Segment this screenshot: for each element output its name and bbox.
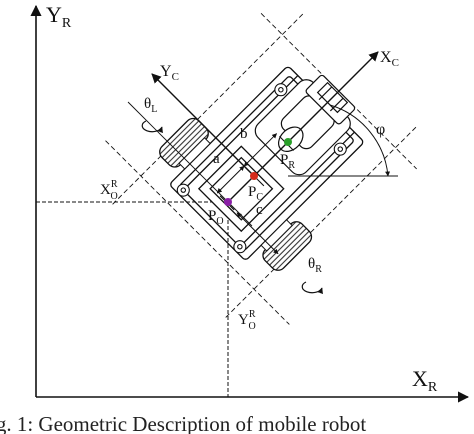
world-x-label: XR <box>412 366 438 395</box>
robot-x-label: XC <box>380 49 399 69</box>
dim-c-line <box>236 212 279 255</box>
dim-b-label: b <box>240 126 248 142</box>
p-o-point <box>224 198 232 206</box>
theta-r-rotation-icon <box>301 281 323 295</box>
p-c-point <box>250 172 258 180</box>
p-r-point <box>284 138 292 146</box>
dim-a-label: a <box>213 151 220 167</box>
p-o-label: PO <box>208 208 224 227</box>
theta-r-label: θR <box>308 256 322 275</box>
dim-b-line <box>243 133 277 167</box>
dim-c-label: c <box>256 202 263 218</box>
world-y-label: YR <box>46 2 72 31</box>
p-r-label: PR <box>280 152 295 171</box>
wheel-axle-line <box>127 101 253 227</box>
robot-y-axis <box>151 73 255 177</box>
p-c-label: PC <box>248 184 263 203</box>
theta-l-rotation-icon <box>141 120 163 134</box>
figure-caption: ig. 1: Geometric Description of mobile r… <box>0 414 367 434</box>
phi-arc <box>329 104 391 177</box>
phi-label: φ <box>376 121 385 138</box>
theta-l-label: θL <box>144 96 157 115</box>
dim-a-line <box>216 165 245 194</box>
robot-y-label: YC <box>160 63 179 83</box>
robot-x-axis <box>227 51 379 203</box>
